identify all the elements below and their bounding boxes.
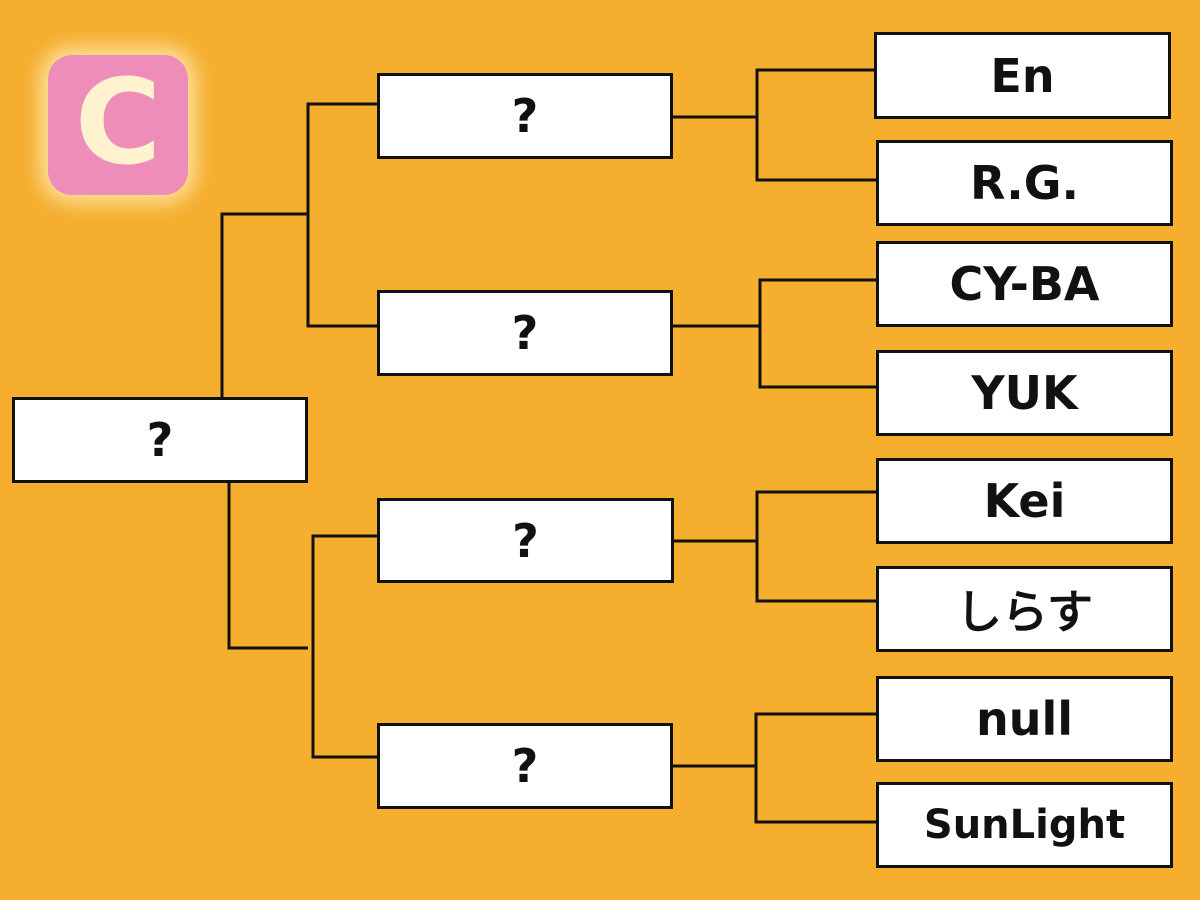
connector-bottom-split (311, 534, 378, 759)
connector-sf2-players (758, 278, 877, 389)
connector-final-top (220, 212, 308, 398)
connector-sf1-players (755, 68, 876, 182)
group-letter: C (74, 53, 162, 191)
connector-sf3-players (755, 490, 877, 603)
connector-top-split (306, 102, 378, 328)
player-slot-7: null (876, 676, 1173, 762)
player-slot-5: Kei (876, 458, 1173, 544)
semifinal-slot-2: ? (377, 290, 673, 376)
player-slot-4: YUK (876, 350, 1173, 436)
player-slot-6: しらす (876, 566, 1173, 652)
semifinal-slot-4: ? (377, 723, 673, 809)
connector-sf4-players (754, 712, 877, 824)
semifinal-slot-3: ? (377, 498, 674, 583)
semifinal-slot-1: ? (377, 73, 673, 159)
group-badge: C (48, 55, 188, 195)
player-slot-2: R.G. (876, 140, 1173, 226)
connector-final-bottom (227, 482, 308, 650)
player-slot-1: En (874, 32, 1171, 119)
player-slot-3: CY-BA (876, 241, 1173, 327)
player-slot-8: SunLight (876, 782, 1173, 868)
final-slot: ? (12, 397, 308, 483)
